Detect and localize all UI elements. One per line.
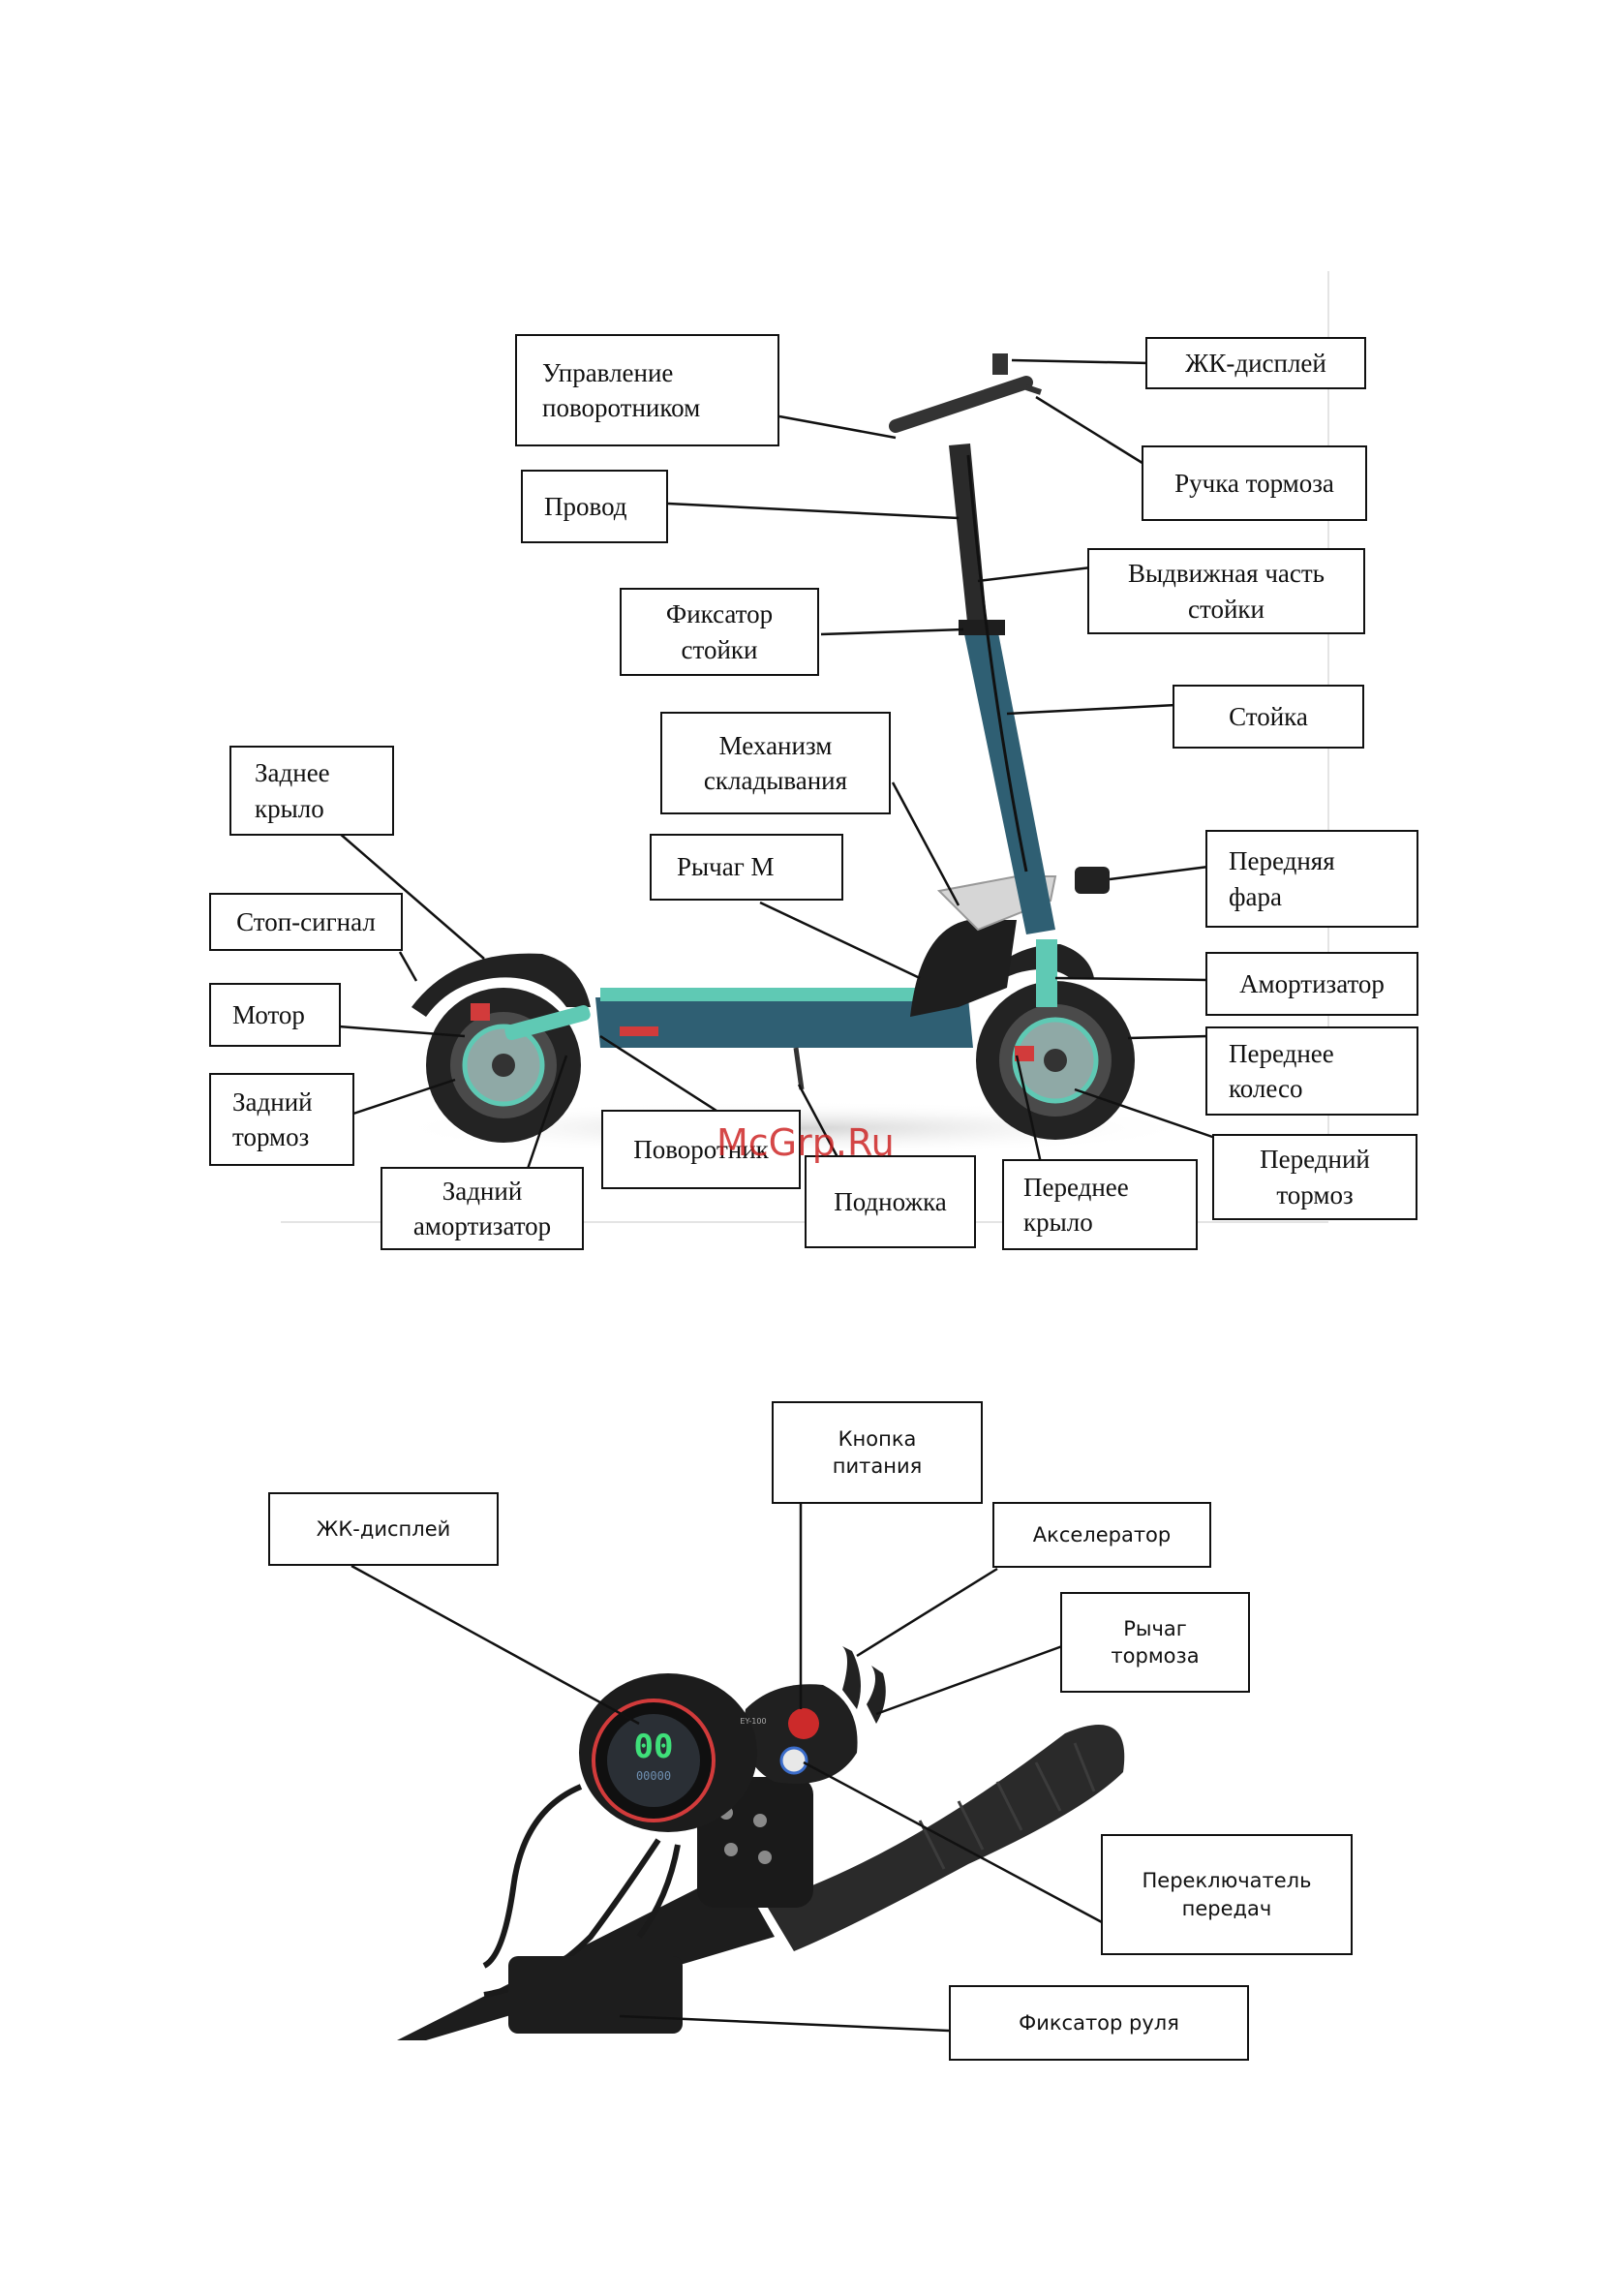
deck [595,997,973,1048]
label-shock-absorber: Амортизатор [1205,952,1418,1016]
label-handlebar-lock: Фиксатор руля [949,1985,1249,2061]
wire-shape [966,454,1028,872]
label-front-fender: Переднее крыло [1002,1159,1198,1250]
display-screen [607,1714,700,1807]
label-lcd-display-handlebar: ЖК-дисплей [268,1492,499,1566]
clamp-screws [719,1806,772,1864]
display-model: EY-100 [740,1717,766,1726]
power-button-shape [788,1708,819,1739]
label-front-brake: Передний тормоз [1212,1134,1417,1220]
label-motor: Мотор [209,983,341,1047]
kickstand-shape [793,1047,805,1090]
leader-lines-scooter [338,358,1219,1173]
label-lever-m: Рычаг М [650,834,843,901]
label-rear-fender: Заднее крыло [229,746,394,836]
grip-ribs [918,1742,1096,1870]
label-headlight: Передняя фара [1205,830,1418,928]
label-gear-switch: Переключатель передач [1101,1834,1353,1955]
brake-lever-shape [867,1666,886,1724]
handlebar-shape [889,376,1033,433]
label-turn-signal-control: Управление поворотником [515,334,779,446]
deck-top [600,988,968,1001]
stem-lock-shape [959,620,1005,635]
display-odometer: 00000 [636,1769,671,1783]
label-brake-light: Стоп-сигнал [209,893,403,951]
label-turn-signal: Поворотник [601,1110,801,1189]
label-rear-shock: Задний амортизатор [381,1167,584,1250]
label-rear-brake: Задний тормоз [209,1073,354,1166]
front-wheel [976,981,1135,1140]
rear-fender-shape [411,953,591,1017]
deck-light [620,1026,658,1036]
headlight-shape [1075,867,1110,894]
label-kickstand: Подножка [805,1155,976,1248]
label-folding-mechanism: Механизм складывания [660,712,891,814]
handlebar-lock-shape [508,1956,683,2034]
label-stem-lock: Фиксатор стойки [620,588,819,676]
label-wire: Провод [521,470,668,543]
label-accelerator: Акселератор [992,1502,1211,1568]
front-shock-shape [1036,939,1057,1007]
watermark: McGrp.Ru [716,1121,895,1164]
accelerator-shape [842,1646,861,1709]
label-stem: Стойка [1173,685,1364,749]
label-telescopic-stem: Выдвижная часть стойки [1087,548,1365,634]
rear-shock-shape [504,1005,591,1041]
label-front-wheel: Переднее колесо [1205,1026,1418,1116]
handlebar-tube [397,1869,775,2040]
label-lcd-display: ЖК-дисплей [1145,337,1366,389]
mode-button-shape [779,1746,808,1775]
fold-block [910,920,1017,1017]
telescopic-stem-shape [949,444,988,631]
label-brake-lever: Рычаг тормоза [1060,1592,1250,1693]
leader-lines-handlebar [350,1503,1103,2033]
brake-handle-shape [1025,384,1042,395]
label-power-button: Кнопка питания [772,1401,983,1504]
display-speed: 00 [634,1728,674,1766]
lcd-display-shape [992,353,1008,375]
label-brake-handle: Ручка тормоза [1142,445,1367,521]
